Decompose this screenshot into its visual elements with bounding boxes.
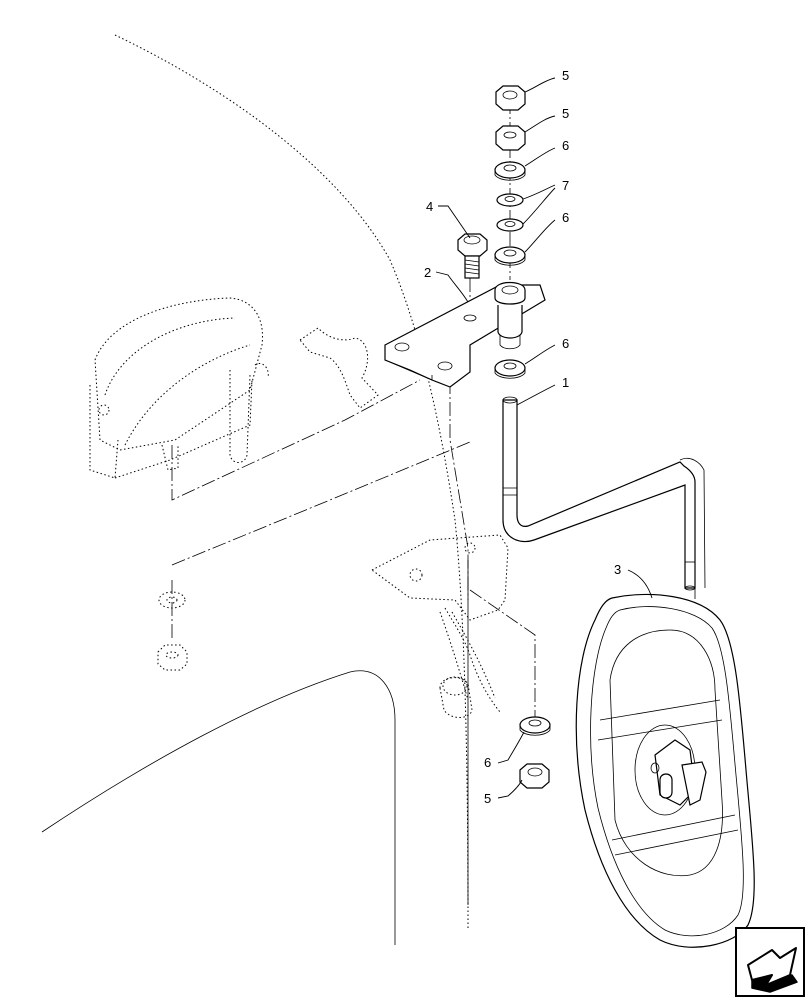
callout-label: 5 xyxy=(562,68,569,83)
centerline-lower-bracket xyxy=(469,589,536,730)
washer-7-a xyxy=(496,193,524,207)
leader-6d xyxy=(497,731,525,764)
callout-label: 3 xyxy=(614,562,621,577)
nut-second xyxy=(495,125,526,151)
cab-roof-outline xyxy=(114,34,469,931)
callout-label: 5 xyxy=(484,791,491,806)
leader-1 xyxy=(516,384,556,406)
leader-5a xyxy=(524,77,556,93)
callout-label: 2 xyxy=(424,265,431,280)
washer-7-b xyxy=(496,218,524,232)
washer-6-bottom xyxy=(519,716,551,736)
leader-5b xyxy=(524,115,556,133)
callout-label: 4 xyxy=(426,199,433,214)
callout-label: 7 xyxy=(562,178,569,193)
bolt-part-4 xyxy=(457,233,488,279)
washer-6-top xyxy=(494,161,526,181)
callout-label: 6 xyxy=(562,336,569,351)
mirror-part-3 xyxy=(575,593,755,948)
leader-6c xyxy=(524,344,556,365)
washer-6-lower xyxy=(494,359,526,379)
leader-7 xyxy=(522,184,556,225)
leader-5c xyxy=(497,779,523,799)
callout-label: 6 xyxy=(562,138,569,153)
washer-6-mid xyxy=(494,246,526,266)
centerline-lamp-to-bracket xyxy=(171,379,421,501)
centerline-lower-left xyxy=(171,441,471,566)
clip-bracket-phantom xyxy=(299,327,379,409)
leader-3 xyxy=(627,569,653,599)
bracket-part-2 xyxy=(384,281,546,388)
leader-4 xyxy=(438,205,471,239)
mirror-rod-part-1 xyxy=(502,396,706,591)
lower-left-washer-nut-phantom xyxy=(157,591,188,671)
callout-label: 1 xyxy=(562,375,569,390)
spacer-phantom xyxy=(439,676,473,718)
nut-bottom xyxy=(519,763,550,789)
centerline-bracket-vertical xyxy=(449,380,469,600)
leader-6b xyxy=(524,219,556,253)
leader-6a xyxy=(524,147,556,167)
next-page-arrow-icon[interactable] xyxy=(735,927,805,997)
callout-label: 6 xyxy=(484,755,491,770)
callout-label: 6 xyxy=(562,210,569,225)
nut-top xyxy=(495,85,526,111)
work-lamp-phantom xyxy=(89,297,269,479)
callout-label: 5 xyxy=(562,106,569,121)
lower-bracket-phantom xyxy=(371,534,509,713)
leader-2 xyxy=(435,271,469,303)
door-window-outline xyxy=(41,670,396,945)
